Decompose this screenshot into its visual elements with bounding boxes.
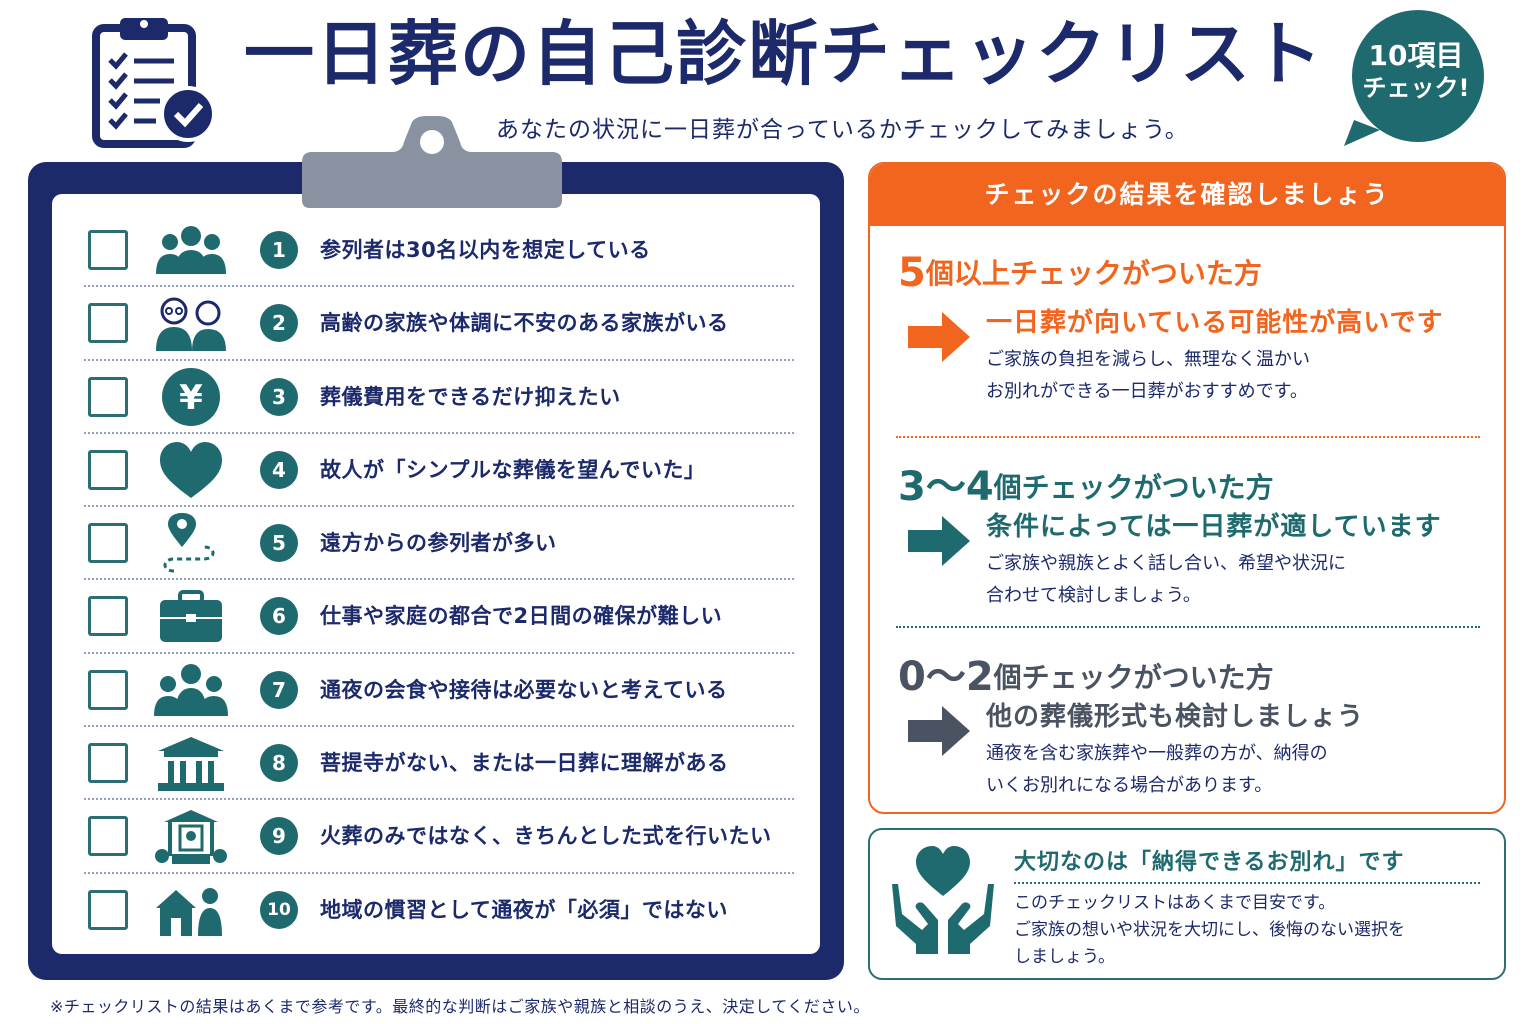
item-text: 葬儀費用をできるだけ抑えたい <box>320 384 621 409</box>
checkbox[interactable] <box>88 669 128 710</box>
divider <box>896 626 1480 628</box>
result-desc-line: ご家族の負担を減らし、無理なく温かい <box>986 349 1310 370</box>
item-number: 9 <box>260 817 298 856</box>
item-number: 8 <box>260 744 298 783</box>
clipboard-clamp <box>302 116 562 208</box>
location-route-icon <box>163 513 215 573</box>
checkbox[interactable] <box>88 816 128 857</box>
result-label: 個チェックがついた方 <box>993 661 1274 694</box>
checklist-row: 2 高齢の家族や体調に不安のある家族がいる <box>84 287 794 361</box>
note-description: このチェックリストはあくまで目安です。 ご家族の想いや状況を大切にし、後悔のない… <box>1014 890 1405 971</box>
result-desc-line: 通夜を含む家族葬や一般葬の方が、納得の <box>986 743 1328 764</box>
checkbox[interactable] <box>88 596 128 637</box>
result-count: 0～2 <box>898 654 994 700</box>
result-desc-line: いくお別れになる場合があります。 <box>986 775 1273 796</box>
note-title: 大切なのは「納得できるお別れ」です <box>1014 850 1405 875</box>
item-number: 10 <box>260 890 298 929</box>
item-number: 1 <box>260 231 298 269</box>
footnote: ※チェックリストの結果はあくまで参考です。最終的な判断はご家族や親族と相談のうえ… <box>50 997 870 1016</box>
divider <box>1014 882 1480 884</box>
checkbox[interactable] <box>88 303 128 344</box>
checkbox[interactable] <box>88 523 128 564</box>
checkbox[interactable] <box>88 376 128 417</box>
checklist-row: 8 菩提寺がない、または一日葬に理解がある <box>84 727 794 801</box>
result-headline: 条件によっては一日葬が適しています <box>986 512 1442 542</box>
checklist-row: 7 通夜の会食や接待は必要ないと考えている <box>84 654 794 728</box>
briefcase-icon <box>160 590 222 643</box>
checklist-row: ¥3 葬儀費用をできるだけ抑えたい <box>84 361 794 434</box>
item-text: 火葬のみではなく、きちんとした式を行いたい <box>320 824 772 849</box>
result-headline: 一日葬が向いている可能性が高いです <box>986 308 1444 338</box>
result-desc-line: お別れができる一日葬がおすすめです。 <box>986 381 1308 402</box>
result-headline: 他の葬儀形式も検討しましょう <box>986 702 1365 732</box>
checklist-row: 10 地域の慣習として通夜が「必須」ではない <box>84 874 794 947</box>
item-text: 通夜の会食や接待は必要ないと考えている <box>320 677 728 702</box>
svg-text:¥: ¥ <box>179 378 203 418</box>
item-number: 6 <box>260 597 298 636</box>
checklist-row: 5 遠方からの参列者が多い <box>84 507 794 581</box>
result-title: 3～4個チェックがついた方 <box>898 454 1274 512</box>
badge-line2: チェック! <box>1362 74 1470 102</box>
arrow-right-icon <box>908 312 970 362</box>
item-text: 参列者は30名以内を想定している <box>320 238 651 262</box>
heart-icon <box>160 441 222 498</box>
checkbox[interactable] <box>88 743 128 784</box>
results-panel: チェックの結果を確認しましょう 5個以上チェックがついた方 一日葬が向いている可… <box>868 162 1506 814</box>
item-number: 4 <box>260 450 298 489</box>
result-count: 3～4 <box>898 464 994 510</box>
page-title: 一日葬の自己診断チェックリスト <box>244 13 1324 95</box>
page-subtitle: あなたの状況に一日葬が合っているかチェックしてみましょう。 <box>496 117 1189 143</box>
item-text: 遠方からの参列者が多い <box>320 531 557 556</box>
item-number: 5 <box>260 524 298 563</box>
checkbox[interactable] <box>88 449 128 490</box>
checklist-row: 4 故人が「シンプルな葬儀を望んでいた」 <box>84 434 794 508</box>
item-number: 3 <box>260 377 298 416</box>
note-line: ご家族の想いや状況を大切にし、後悔のない選択を <box>1014 920 1405 940</box>
result-description: ご家族の負担を減らし、無理なく温かい お別れができる一日葬がおすすめです。 <box>986 344 1310 408</box>
arrow-right-icon <box>908 516 970 566</box>
item-text: 地域の慣習として通夜が「必須」ではない <box>320 897 728 922</box>
item-number: 2 <box>260 304 298 343</box>
checklist-row: 6 仕事や家庭の都合で2日間の確保が難しい <box>84 580 794 654</box>
people-gathering-icon <box>154 663 228 716</box>
result-title: 5個以上チェックがついた方 <box>898 250 1262 296</box>
note-line: しましょう。 <box>1014 947 1115 967</box>
item-text: 故人が「シンプルな葬儀を望んでいた」 <box>320 457 706 482</box>
results-header: チェックの結果を確認しましょう <box>870 164 1504 226</box>
note-line: このチェックリストはあくまで目安です。 <box>1014 893 1336 913</box>
clipboard-check-icon <box>92 18 216 148</box>
result-desc-line: 合わせて検討しましょう。 <box>986 585 1201 606</box>
result-label: 個チェックがついた方 <box>993 471 1274 504</box>
badge-label: 10項目 チェック! <box>1346 38 1486 103</box>
house-family-icon <box>156 887 222 936</box>
note-box: 大切なのは「納得できるお別れ」です このチェックリストはあくまで目安です。 ご家… <box>868 828 1506 980</box>
result-description: 通夜を含む家族葬や一般葬の方が、納得の いくお別れになる場合があります。 <box>986 738 1328 802</box>
hands-heart-icon <box>892 846 994 954</box>
item-text: 仕事や家庭の都合で2日間の確保が難しい <box>320 604 723 629</box>
checklist-row: 1 参列者は30名以内を想定している <box>84 214 794 288</box>
altar-icon <box>155 810 227 865</box>
item-text: 菩提寺がない、または一日葬に理解がある <box>320 751 729 776</box>
result-title: 0～2個チェックがついた方 <box>898 644 1274 702</box>
arrow-right-icon <box>908 706 970 756</box>
elderly-couple-icon <box>156 297 226 352</box>
result-count: 5 <box>898 250 926 296</box>
divider <box>896 436 1480 438</box>
result-desc-line: ご家族や親族とよく話し合い、希望や状況に <box>986 553 1346 574</box>
result-description: ご家族や親族とよく話し合い、希望や状況に 合わせて検討しましょう。 <box>986 548 1346 612</box>
item-number: 7 <box>260 670 298 709</box>
speech-bubble-badge <box>1344 10 1484 146</box>
group-icon <box>156 226 226 274</box>
checkbox[interactable] <box>88 230 128 270</box>
result-label: 個以上チェックがついた方 <box>925 257 1262 290</box>
yen-coin-icon: ¥ <box>162 367 220 426</box>
checkbox[interactable] <box>88 889 128 930</box>
badge-line1: 10項目 <box>1368 39 1464 72</box>
checklist-row: 9 火葬のみではなく、きちんとした式を行いたい <box>84 800 794 874</box>
temple-icon <box>158 737 224 792</box>
item-text: 高齢の家族や体調に不安のある家族がいる <box>320 311 729 336</box>
